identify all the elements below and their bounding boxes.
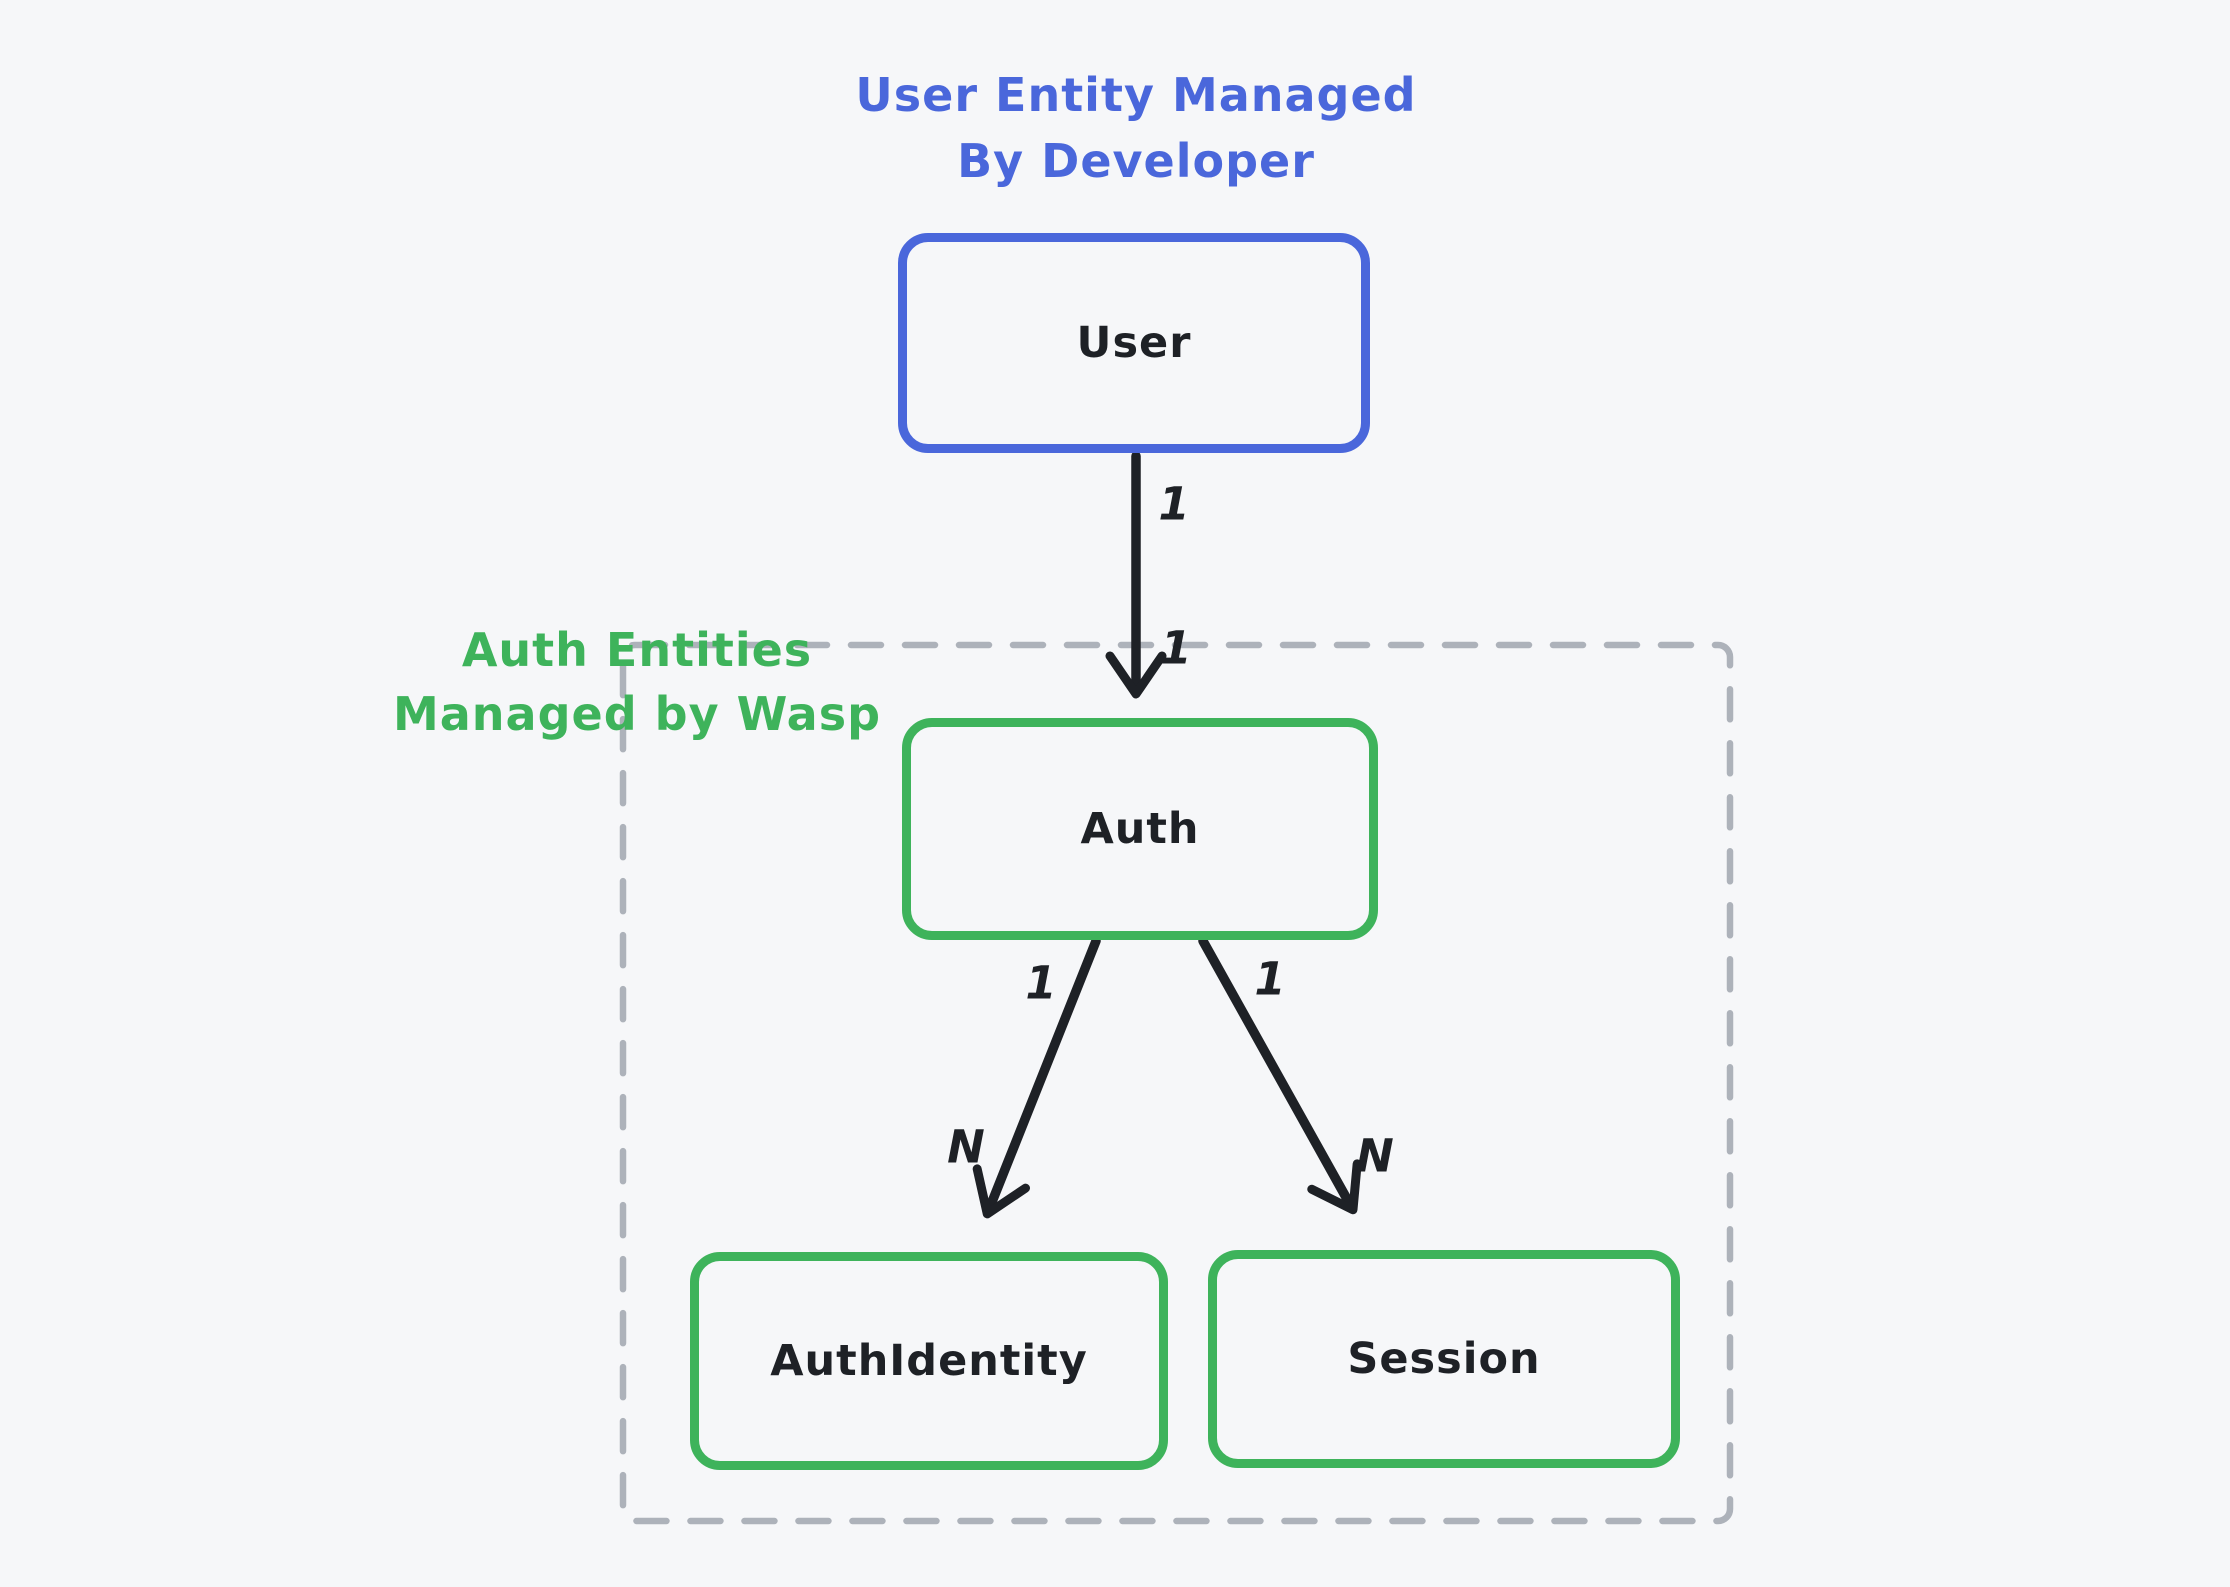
cardinality-auth-authidentity-target: N xyxy=(947,1120,985,1174)
cardinality-auth-session-target: N xyxy=(1356,1129,1394,1183)
cardinality-user-auth-source: 1 xyxy=(1158,477,1190,531)
auth-group-label: Auth Entities Managed by Wasp xyxy=(237,618,1037,746)
auth-node-label: Auth xyxy=(1080,804,1200,854)
auth-group-label-line1: Auth Entities xyxy=(461,623,813,677)
diagram-title-line1: User Entity Managed xyxy=(855,68,1417,122)
cardinality-auth-authidentity-source: 1 xyxy=(1025,956,1057,1010)
cardinality-auth-session-source: 1 xyxy=(1254,952,1286,1006)
session-node-label: Session xyxy=(1347,1334,1541,1384)
auth-identity-node: AuthIdentity xyxy=(690,1252,1168,1470)
auth-node: Auth xyxy=(902,718,1378,940)
auth-identity-node-label: AuthIdentity xyxy=(770,1336,1088,1386)
cardinality-user-auth-target: 1 xyxy=(1160,621,1192,675)
user-node: User xyxy=(898,233,1370,453)
user-node-label: User xyxy=(1076,318,1192,368)
diagram-title: User Entity Managed By Developer xyxy=(636,62,1636,194)
session-node: Session xyxy=(1208,1250,1680,1468)
auth-group-label-line2: Managed by Wasp xyxy=(392,687,882,741)
diagram-title-line2: By Developer xyxy=(957,134,1315,188)
